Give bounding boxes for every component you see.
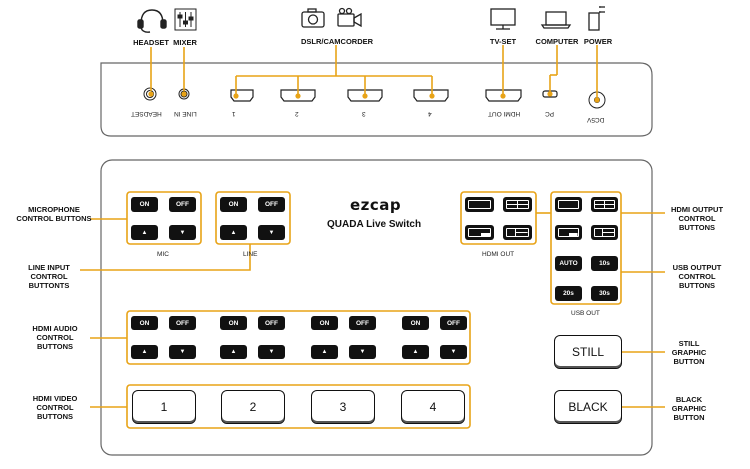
brand-logo: ezcap <box>350 196 402 214</box>
line-volume-up-button[interactable]: ▲ <box>220 225 247 240</box>
hdmi4-volume-up-button[interactable]: ▲ <box>402 345 429 359</box>
callout-lines <box>80 45 665 429</box>
power-adapter-icon <box>588 6 605 31</box>
video-input-3-button[interactable]: 3 <box>311 390 375 424</box>
label-dslr-camcorder: DSLR/CAMCORDER <box>300 37 374 46</box>
usb-out-quad-view-button[interactable] <box>591 197 618 212</box>
hdmi1-volume-down-button[interactable]: ▼ <box>169 345 196 359</box>
headset-icon <box>137 9 167 33</box>
video-input-1-button[interactable]: 1 <box>132 390 196 424</box>
line-label: LINE <box>243 251 258 258</box>
hdmi-out-label: HDMI OUT <box>482 251 515 258</box>
pip-view-icon <box>468 228 491 237</box>
label-tv-set: TV-SET <box>489 37 517 46</box>
usb-out-10s-button[interactable]: 10s <box>591 256 618 271</box>
hdmi2-audio-off-button[interactable]: OFF <box>258 316 285 330</box>
mic-volume-down-button[interactable]: ▼ <box>169 225 196 240</box>
hdmi2-audio-on-button[interactable]: ON <box>220 316 247 330</box>
mic-label: MIC <box>157 251 169 258</box>
hdmi4-audio-on-button[interactable]: ON <box>402 316 429 330</box>
mic-volume-up-button[interactable]: ▲ <box>131 225 158 240</box>
mic-on-button[interactable]: ON <box>131 197 158 212</box>
line-volume-down-button[interactable]: ▼ <box>258 225 285 240</box>
port-label-headset: HEADSET <box>131 110 162 117</box>
label-black-graphic: BLACK GRAPHIC BUTTON <box>671 395 707 422</box>
hdmi-out-side-view-button[interactable] <box>503 225 532 240</box>
product-name: QUADA Live Switch <box>327 219 422 230</box>
black-graphic-button[interactable]: BLACK <box>554 390 622 424</box>
single-view-icon <box>468 200 491 209</box>
hdmi3-volume-up-button[interactable]: ▲ <box>311 345 338 359</box>
hdmi1-volume-up-button[interactable]: ▲ <box>131 345 158 359</box>
port-label-3: 3 <box>362 110 366 117</box>
hdmi3-audio-off-button[interactable]: OFF <box>349 316 376 330</box>
label-usb-output: USB OUTPUT CONTROL BUTTONS <box>672 263 722 290</box>
label-hdmi-output: HDMI OUTPUT CONTROL BUTTONS <box>670 205 724 232</box>
usb-out-side-view-button[interactable] <box>591 225 618 240</box>
label-still-graphic: STILL GRAPHIC BUTTON <box>671 339 707 366</box>
port-label-4: 4 <box>428 110 432 117</box>
hdmi2-volume-down-button[interactable]: ▼ <box>258 345 285 359</box>
camcorder-icon <box>337 7 362 28</box>
label-headset: HEADSET <box>133 38 169 47</box>
line-off-button[interactable]: OFF <box>258 197 285 212</box>
quad-view-icon <box>506 200 529 209</box>
laptop-icon <box>540 11 572 29</box>
still-graphic-button[interactable]: STILL <box>554 335 622 369</box>
hdmi-out-pip-button[interactable] <box>465 225 494 240</box>
port-label-1: 1 <box>232 110 236 117</box>
video-input-4-button[interactable]: 4 <box>401 390 465 424</box>
label-line-control: LINE INPUT CONTROL BUTTONTS <box>28 263 70 290</box>
hdmi1-audio-off-button[interactable]: OFF <box>169 316 196 330</box>
side-view-icon <box>506 228 529 237</box>
line-on-button[interactable]: ON <box>220 197 247 212</box>
mic-off-button[interactable]: OFF <box>169 197 196 212</box>
port-label-dc5v: DC5V <box>587 116 605 123</box>
label-hdmi-audio: HDMI AUDIO CONTROL BUTTONS <box>32 324 78 351</box>
port-label-pc: PC <box>545 110 555 117</box>
label-hdmi-video: HDMI VIDEO CONTROL BUTTONS <box>32 394 78 421</box>
pip-view-icon <box>558 228 579 237</box>
hdmi4-audio-off-button[interactable]: OFF <box>440 316 467 330</box>
port-label-hdmi-out: HDMI OUT <box>488 110 521 117</box>
single-view-icon <box>558 200 579 209</box>
hdmi-out-quad-view-button[interactable] <box>503 197 532 212</box>
hdmi2-volume-up-button[interactable]: ▲ <box>220 345 247 359</box>
hdmi4-volume-down-button[interactable]: ▼ <box>440 345 467 359</box>
video-input-2-button[interactable]: 2 <box>221 390 285 424</box>
tv-icon <box>490 8 516 30</box>
usb-out-20s-button[interactable]: 20s <box>555 286 582 301</box>
mixer-icon <box>174 8 197 31</box>
label-mic-control: MICROPHONE CONTROL BUTTONS <box>16 205 92 223</box>
usb-out-label: USB OUT <box>571 310 600 317</box>
quad-view-icon <box>594 200 615 209</box>
port-label-line-in: LINE IN <box>174 110 197 117</box>
hdmi1-audio-on-button[interactable]: ON <box>131 316 158 330</box>
label-mixer: MIXER <box>173 38 197 47</box>
hdmi3-volume-down-button[interactable]: ▼ <box>349 345 376 359</box>
label-computer: COMPUTER <box>535 37 579 46</box>
usb-out-30s-button[interactable]: 30s <box>591 286 618 301</box>
side-view-icon <box>594 228 615 237</box>
port-label-2: 2 <box>295 110 299 117</box>
hdmi3-audio-on-button[interactable]: ON <box>311 316 338 330</box>
usb-out-pip-button[interactable] <box>555 225 582 240</box>
usb-out-auto-button[interactable]: AUTO <box>555 256 582 271</box>
camera-icon <box>301 8 325 28</box>
usb-out-single-view-button[interactable] <box>555 197 582 212</box>
label-power: POWER <box>583 37 613 46</box>
hdmi-out-single-view-button[interactable] <box>465 197 494 212</box>
